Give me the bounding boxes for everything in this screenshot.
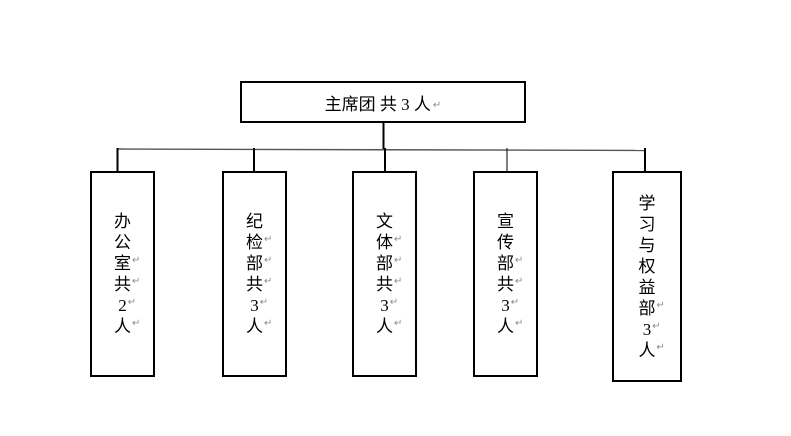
org-node-study-rights[interactable]: 学 习 与 权 益 部↵ 3↵ 人↵ [612, 171, 682, 382]
char: 2 [118, 296, 127, 315]
paragraph-mark-icon: ↵ [656, 341, 665, 353]
char: 权 [638, 256, 656, 276]
vertical-text-line: 共↵ [92, 274, 153, 295]
vertical-text-line: 部↵ [224, 253, 285, 274]
paragraph-mark-icon: ↵ [259, 297, 269, 308]
char: 检 [246, 233, 263, 252]
vertical-text-line: 3↵ [354, 295, 415, 316]
org-node-office[interactable]: 办 公 室↵ 共↵ 2↵ 人↵ [90, 171, 155, 377]
paragraph-mark-icon: ↵ [394, 234, 403, 245]
org-node-label: 主席团 共 3 人 [324, 94, 431, 114]
org-node-publicity[interactable]: 宣 传 部↵ 共↵ 3↵ 人↵ [473, 171, 538, 377]
char: 传 [497, 233, 514, 252]
paragraph-mark-icon: ↵ [394, 276, 403, 287]
char: 人 [497, 317, 514, 336]
char: 3 [380, 296, 389, 315]
org-node-presidium[interactable]: 主席团 共 3 人↵ [240, 81, 526, 123]
paragraph-mark-icon: ↵ [264, 318, 273, 329]
vertical-text-line: 与 [614, 235, 680, 256]
char: 文 [376, 212, 393, 231]
paragraph-mark-icon: ↵ [515, 255, 524, 266]
char: 部 [246, 254, 263, 273]
paragraph-mark-icon: ↵ [264, 276, 273, 287]
vertical-text-line: 传 [475, 232, 536, 253]
vertical-text-line: 人↵ [92, 316, 153, 337]
paragraph-mark-icon: ↵ [515, 318, 524, 329]
char: 部 [376, 254, 393, 273]
char: 3 [642, 319, 652, 339]
char: 宣 [497, 212, 514, 231]
char: 人 [114, 317, 131, 336]
vertical-text-line: 益 [614, 277, 680, 298]
vertical-text-line: 公 [92, 232, 153, 253]
vertical-text-line: 学 [614, 193, 680, 214]
org-node-culture-sports[interactable]: 文 体↵ 部↵ 共↵ 3↵ 人↵ [352, 171, 417, 377]
char: 体 [376, 233, 393, 252]
char: 共 [114, 275, 131, 294]
char: 部 [497, 254, 514, 273]
vertical-text-line: 共↵ [224, 274, 285, 295]
vertical-text-line: 2↵ [92, 295, 153, 316]
paragraph-mark-icon: ↵ [656, 299, 665, 311]
char: 人 [638, 340, 656, 360]
vertical-text-line: 部↵ [614, 298, 680, 319]
paragraph-mark-icon: ↵ [264, 234, 273, 245]
vertical-text-line: 部↵ [475, 253, 536, 274]
vertical-text-line: 3↵ [224, 295, 285, 316]
char: 公 [114, 233, 131, 252]
vertical-text-line: 室↵ [92, 253, 153, 274]
vertical-text-line: 习 [614, 214, 680, 235]
vertical-text-line: 3↵ [475, 295, 536, 316]
paragraph-mark-icon: ↵ [132, 255, 141, 266]
vertical-text-line: 权 [614, 256, 680, 277]
paragraph-mark-icon: ↵ [510, 297, 520, 308]
vertical-text-line: 纪 [224, 211, 285, 232]
paragraph-mark-icon: ↵ [389, 297, 399, 308]
vertical-text-line: 共↵ [475, 274, 536, 295]
vertical-text-line: 办 [92, 211, 153, 232]
char: 学 [638, 193, 656, 213]
char: 共 [497, 275, 514, 294]
char: 共 [246, 275, 263, 294]
char: 共 [376, 275, 393, 294]
vertical-text-line: 共↵ [354, 274, 415, 295]
char: 3 [501, 296, 510, 315]
char: 3 [250, 296, 259, 315]
vertical-text-line: 宣 [475, 211, 536, 232]
vertical-text-line: 人↵ [475, 316, 536, 337]
vertical-text-line: 体↵ [354, 232, 415, 253]
paragraph-mark-icon: ↵ [264, 255, 273, 266]
vertical-text-line: 人↵ [614, 340, 680, 361]
paragraph-mark-icon: ↵ [132, 318, 141, 329]
char: 与 [638, 235, 656, 255]
char: 人 [376, 317, 393, 336]
paragraph-mark-icon: ↵ [394, 318, 403, 329]
connector-horizontal-rail [116, 148, 647, 152]
vertical-text-line: 人↵ [224, 316, 285, 337]
char: 纪 [246, 212, 263, 231]
char: 室 [114, 254, 131, 273]
paragraph-mark-icon: ↵ [515, 276, 524, 287]
paragraph-mark-icon: ↵ [432, 99, 442, 111]
org-node-discipline-inspection[interactable]: 纪 检↵ 部↵ 共↵ 3↵ 人↵ [222, 171, 287, 377]
vertical-text-line: 检↵ [224, 232, 285, 253]
vertical-text-line: 部↵ [354, 253, 415, 274]
paragraph-mark-icon: ↵ [394, 255, 403, 266]
paragraph-mark-icon: ↵ [132, 276, 141, 287]
char: 人 [246, 317, 263, 336]
char: 习 [638, 214, 656, 234]
paragraph-mark-icon: ↵ [127, 297, 137, 308]
vertical-text-line: 3↵ [614, 319, 680, 340]
vertical-text-line: 人↵ [354, 316, 415, 337]
char: 办 [114, 212, 131, 231]
vertical-text-line: 文 [354, 211, 415, 232]
char: 益 [638, 277, 656, 297]
char: 部 [638, 298, 656, 318]
paragraph-mark-icon: ↵ [652, 320, 661, 332]
